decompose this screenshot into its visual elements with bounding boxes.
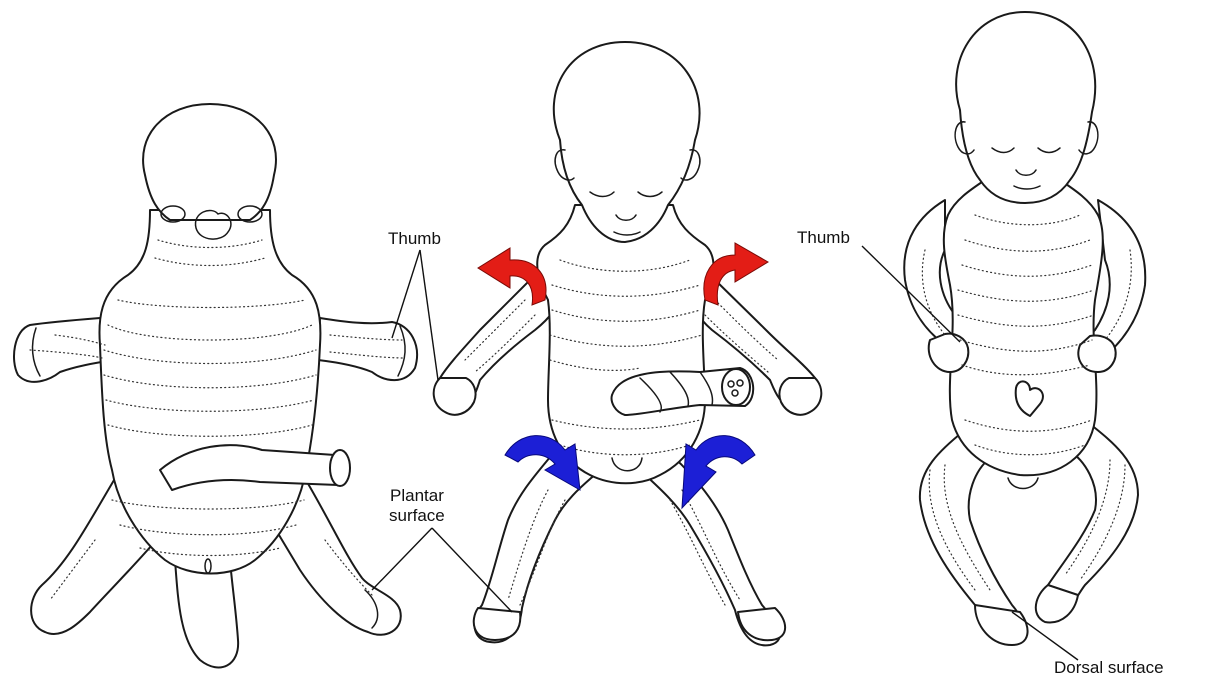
label-dorsal-surface: Dorsal surface	[1054, 658, 1164, 678]
early-head	[143, 104, 276, 220]
early-right-arm	[318, 318, 417, 380]
leader-plantar-to-left-foot	[372, 528, 432, 590]
embryo-early-stage	[14, 104, 417, 667]
late-left-hand	[929, 334, 969, 372]
label-plantar-line-1: Plantar	[390, 486, 444, 506]
middle-right-hand	[779, 378, 821, 415]
middle-trunk	[537, 205, 713, 483]
late-right-hand	[1078, 336, 1115, 373]
arrow-arm-right-icon	[704, 243, 768, 305]
embryo-middle-stage	[434, 42, 822, 645]
early-tail	[175, 560, 238, 667]
label-thumb-middle: Thumb	[388, 229, 441, 249]
late-head	[956, 12, 1095, 203]
early-cord-end	[330, 450, 350, 486]
early-trunk	[99, 210, 320, 574]
arrow-arm-left-icon	[478, 248, 546, 305]
middle-left-hand	[434, 378, 476, 415]
leader-thumb-middle-to-left-hand	[392, 250, 420, 338]
late-left-foot	[975, 605, 1028, 645]
late-genitals	[1008, 478, 1038, 489]
leader-thumb-middle-to-middle-hand	[420, 250, 438, 380]
middle-cord-end	[722, 369, 750, 405]
label-thumb-right: Thumb	[797, 228, 850, 248]
label-plantar-line-2: surface	[389, 506, 445, 526]
middle-left-foot	[474, 608, 521, 640]
fetus-late-stage	[904, 12, 1145, 645]
